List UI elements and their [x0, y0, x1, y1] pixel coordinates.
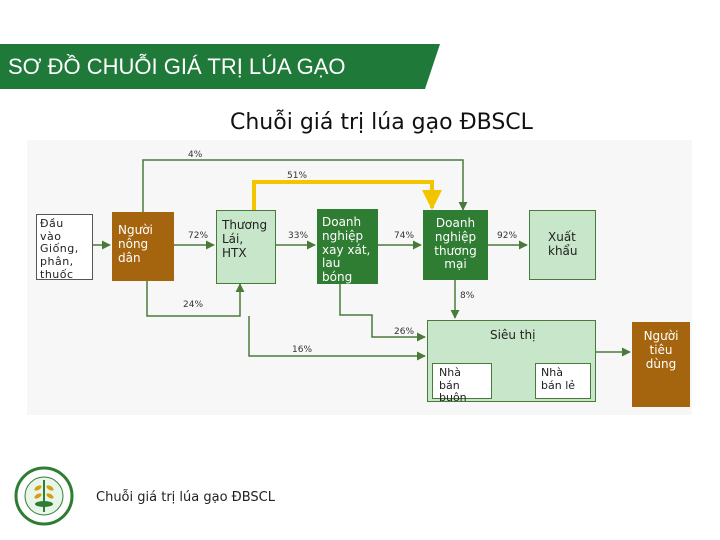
flow-farmers-wholesale — [248, 316, 426, 361]
pct-miller-to-trading-co: 74% — [394, 231, 415, 241]
node-millers: Doanh nghiệp xay xát, lau bóng — [317, 209, 378, 284]
flow-millers-domestic — [339, 284, 426, 342]
organization-logo — [14, 466, 74, 526]
node-inputs: Đầu vào Giống, phân, thuốc — [36, 214, 93, 280]
node-traders: Thương Lái, HTX — [216, 210, 276, 284]
footer-caption: Chuỗi giá trị lúa gạo ĐBSCL — [96, 490, 275, 505]
pct-miller-to-domestic: 26% — [394, 327, 415, 337]
node-trading-companies: Doanh nghiệp thương mại — [423, 210, 488, 280]
node-farmers: Người nông dân — [112, 212, 174, 281]
pct-trading-co-to-export: 92% — [497, 231, 518, 241]
header-banner — [0, 44, 440, 89]
pct-trader-to-miller: 33% — [288, 231, 309, 241]
pct-trading-co-to-domestic: 8% — [460, 291, 475, 301]
node-retailers: Nhà bán lẻ — [535, 363, 591, 399]
node-consumers: Người tiêu dùng — [632, 322, 690, 407]
diagram-title: Chuỗi giá trị lúa gạo ĐBSCL — [230, 110, 533, 135]
pct-farmer-to-wholesale: 16% — [292, 345, 313, 355]
flow-farmers-domestic — [146, 281, 245, 317]
pct-trader-to-trading-co: 51% — [287, 171, 308, 181]
header-title: SƠ ĐỒ CHUỖI GIÁ TRỊ LÚA GẠO — [8, 54, 346, 79]
node-supermarket: Siêu thị — [490, 328, 536, 342]
flow-farmers-trading-top — [142, 159, 468, 212]
node-export: Xuất khẩu — [529, 210, 596, 280]
pct-farmer-to-domestic: 24% — [183, 300, 204, 310]
pct-farmer-to-trading-co: 4% — [188, 150, 203, 160]
node-wholesalers: Nhà bán buôn — [432, 363, 492, 404]
pct-farmer-to-trader: 72% — [188, 231, 209, 241]
flow-traders-trading-yellow — [252, 180, 442, 210]
